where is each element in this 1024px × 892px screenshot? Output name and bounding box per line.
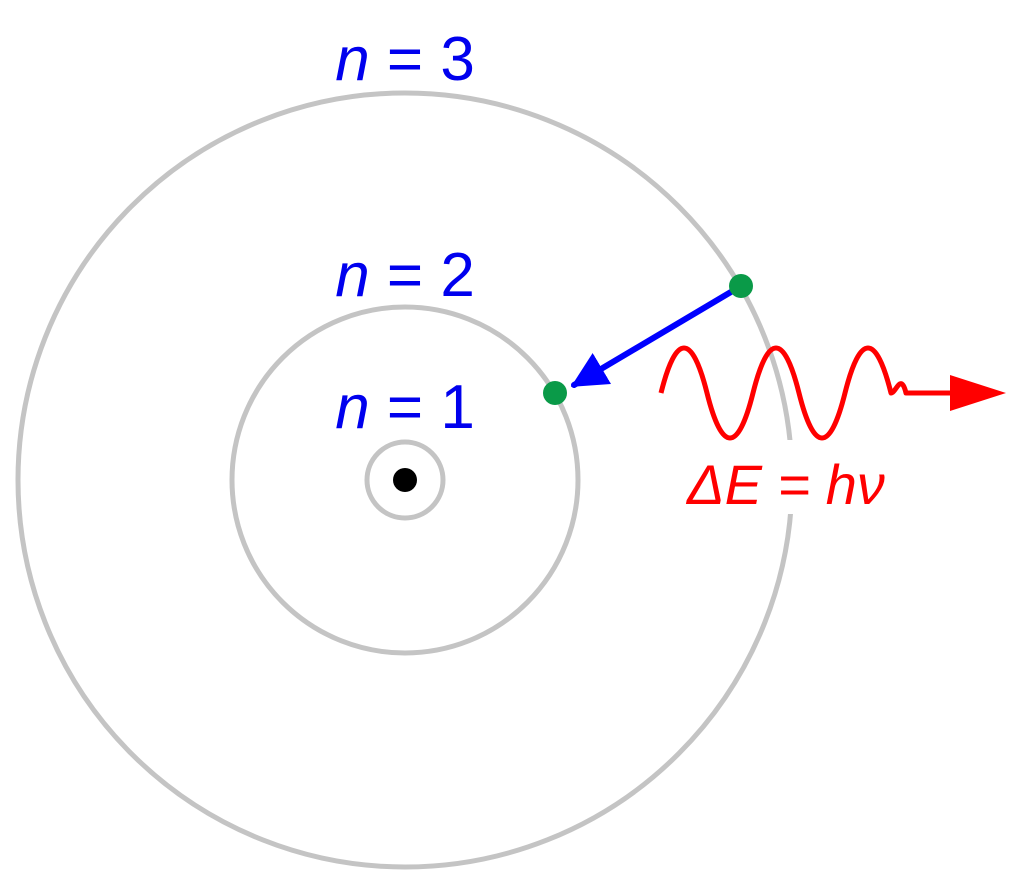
- photon-wave: [658, 345, 960, 441]
- orbit-n2: [229, 304, 581, 656]
- nucleus: [393, 468, 417, 492]
- orbit-label-n3: n = 3: [335, 25, 475, 94]
- photon-energy-label: ΔE = hν: [685, 453, 885, 516]
- transition-arrow: [570, 283, 744, 388]
- electron-final: [543, 381, 567, 405]
- photon-arrowhead: [950, 375, 1006, 411]
- label-gap: [664, 440, 908, 514]
- orbit-label-n2: n = 2: [335, 241, 475, 310]
- orbit-label-n1: n = 1: [335, 373, 475, 442]
- electron-initial: [729, 274, 753, 298]
- orbit-n1: [364, 439, 446, 521]
